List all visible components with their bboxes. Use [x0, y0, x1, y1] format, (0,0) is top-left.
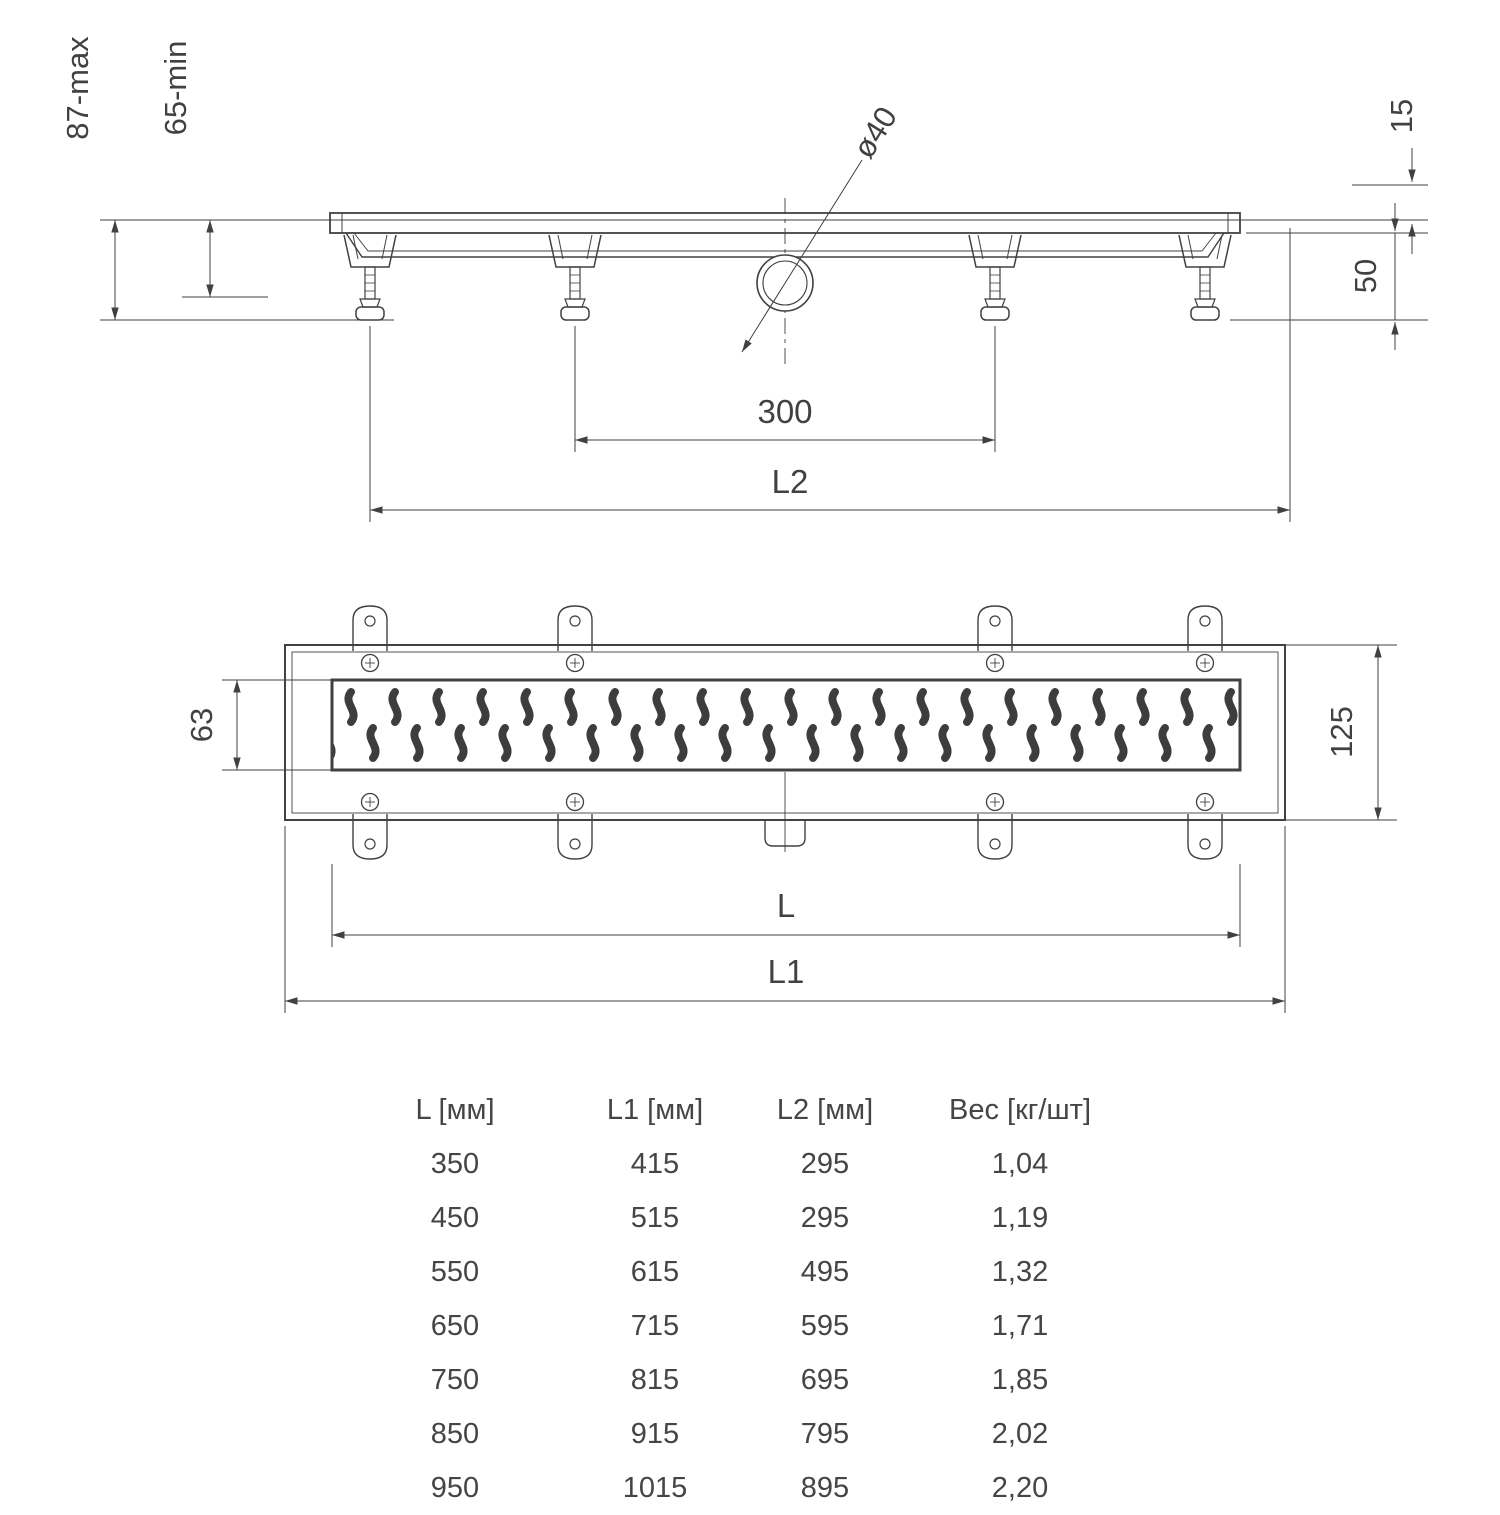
table-cell: 1015: [622, 1471, 688, 1504]
table-cell: 750: [430, 1363, 480, 1396]
table-cell: 815: [630, 1363, 680, 1396]
support-foot: [968, 234, 1022, 321]
table-cell: 1,85: [991, 1363, 1049, 1396]
table-cell: 415: [630, 1147, 680, 1180]
mounting-tab: [557, 605, 593, 673]
table-header-l1: L1 [мм]: [606, 1093, 704, 1126]
dimension-125: 125: [1285, 644, 1397, 821]
dim-l1-label: L1: [768, 953, 805, 990]
dimension-50: 50: [1230, 203, 1428, 350]
table-header-l: L [мм]: [415, 1093, 495, 1126]
table-cell: 715: [630, 1309, 680, 1342]
dimension-15: 15: [1352, 99, 1428, 254]
table-cell: 1,32: [991, 1255, 1049, 1288]
table-cell: 1,19: [991, 1201, 1049, 1234]
table-cell: 350: [430, 1147, 480, 1180]
table-cell: 1,71: [991, 1309, 1049, 1342]
side-view: 87-max 65-min ø40 300 L2: [60, 36, 1428, 522]
dimension-300: 300: [574, 326, 996, 452]
table-cell: 595: [800, 1309, 850, 1342]
table-cell: 695: [800, 1363, 850, 1396]
dim-87-max-label: 87-max: [60, 36, 95, 140]
technical-drawing: 87-max 65-min ø40 300 L2: [60, 36, 1428, 1013]
table-cell: 1,04: [991, 1147, 1049, 1180]
dimension-l: L: [331, 864, 1241, 947]
dimension-63: 63: [184, 679, 332, 771]
dimension-87-max: 87-max: [60, 36, 119, 320]
table-cell: 295: [800, 1147, 850, 1180]
dim-63-label: 63: [184, 708, 219, 742]
table-cell: 850: [430, 1417, 480, 1450]
mounting-tab: [1187, 792, 1223, 860]
table-cell: 615: [630, 1255, 680, 1288]
dim-15-label: 15: [1384, 99, 1419, 133]
table-cell: 2,02: [991, 1417, 1049, 1450]
dim-65-min-label: 65-min: [158, 41, 193, 136]
dimension-l2: L2: [369, 228, 1291, 522]
table-cell: 2,20: [991, 1471, 1049, 1504]
dimension-diameter-40: ø40: [741, 101, 904, 353]
table-header-wgt: Вес [кг/шт]: [948, 1093, 1091, 1126]
dimension-table: L [мм] L1 [мм] L2 [мм] Вес [кг/шт] 350 4…: [335, 1083, 1125, 1515]
table-cell: 795: [800, 1417, 850, 1450]
mounting-tab: [352, 605, 388, 673]
support-foot: [343, 234, 397, 321]
table-header-l2: L2 [мм]: [776, 1093, 874, 1126]
table-cell: 550: [430, 1255, 480, 1288]
plan-view: 63 125 L L1: [184, 605, 1397, 1013]
table-cell: 915: [630, 1417, 680, 1450]
drain-grate: [330, 678, 1242, 772]
table-cell: 950: [430, 1471, 480, 1504]
dim-l-label: L: [777, 887, 795, 924]
support-foot: [548, 234, 602, 321]
mounting-tab: [352, 792, 388, 860]
mounting-tab: [557, 792, 593, 860]
dim-125-label: 125: [1324, 706, 1359, 758]
dim-300-label: 300: [757, 393, 812, 430]
mounting-tab: [977, 605, 1013, 673]
dim-diameter-label: ø40: [846, 101, 904, 165]
dimension-65-min: 65-min: [158, 41, 214, 297]
dimension-l1: L1: [284, 826, 1286, 1013]
table-cell: 450: [430, 1201, 480, 1234]
table-cell: 650: [430, 1309, 480, 1342]
mounting-tab: [1187, 605, 1223, 673]
table-cell: 895: [800, 1471, 850, 1504]
mounting-tab: [977, 792, 1013, 860]
dim-l2-label: L2: [772, 463, 809, 500]
outlet-stub: [764, 772, 806, 852]
table-cell: 495: [800, 1255, 850, 1288]
dim-50-label: 50: [1348, 259, 1383, 293]
table-cell: 295: [800, 1201, 850, 1234]
table-cell: 515: [630, 1201, 680, 1234]
